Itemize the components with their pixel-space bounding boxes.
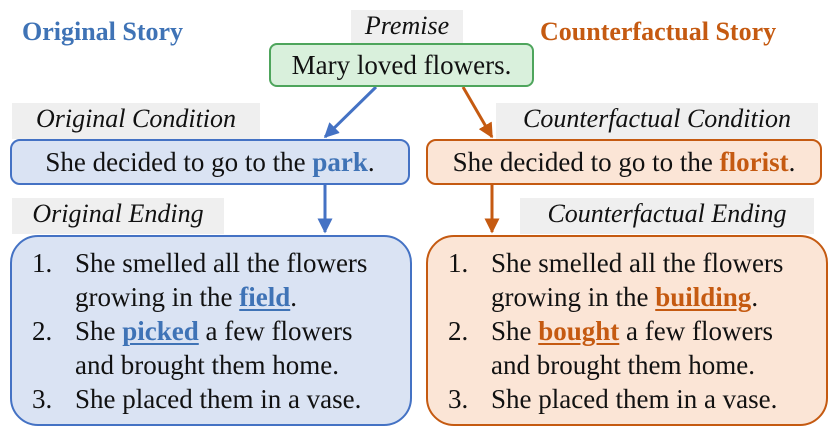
premise-label: Premise bbox=[351, 10, 463, 43]
counterfactual-condition-label: Counterfactual Condition bbox=[496, 103, 818, 139]
counterfactual-ending-item-1: 1. She smelled all the flowers growing i… bbox=[448, 246, 826, 314]
counterfactual-condition-prefix: She decided to go to the bbox=[452, 147, 720, 177]
original-ending-keyword-picked: picked bbox=[122, 316, 199, 346]
original-ending-item-2: 2. She picked a few flowers and brought … bbox=[32, 314, 410, 382]
original-ending-item-3: 3. She placed them in a vase. bbox=[32, 382, 410, 416]
original-condition-keyword: park bbox=[312, 147, 368, 177]
list-number: 3. bbox=[32, 384, 53, 414]
original-story-title: Original Story bbox=[22, 17, 184, 46]
list-number: 2. bbox=[32, 316, 53, 346]
ending-text: . bbox=[290, 282, 297, 312]
list-number: 3. bbox=[448, 384, 469, 414]
counterfactual-condition-keyword: florist bbox=[719, 147, 789, 177]
ending-text: . bbox=[751, 282, 759, 312]
ending-text: a few flowers bbox=[198, 316, 353, 346]
premise-text: Mary loved flowers. bbox=[291, 50, 512, 80]
original-ending-box: 1. She smelled all the flowers growing i… bbox=[10, 235, 412, 426]
ending-text: She smelled all the flowers bbox=[75, 248, 368, 278]
counterfactual-ending-label: Counterfactual Ending bbox=[520, 198, 814, 234]
original-condition-label: Original Condition bbox=[12, 103, 260, 139]
ending-text: and brought them home. bbox=[491, 350, 755, 380]
arrow-premise-to-counterfactual-condition bbox=[461, 86, 494, 139]
list-number: 1. bbox=[32, 248, 53, 278]
counterfactual-ending-item-3: 3. She placed them in a vase. bbox=[448, 382, 826, 416]
original-condition-prefix: She decided to go to the bbox=[45, 147, 313, 177]
arrow-premise-to-original-condition bbox=[323, 85, 378, 139]
premise-box: Mary loved flowers. bbox=[269, 43, 534, 87]
counterfactual-condition-suffix: . bbox=[788, 147, 796, 177]
ending-text: She bbox=[75, 316, 123, 346]
ending-text: She smelled all the flowers bbox=[491, 248, 784, 278]
counterfactual-ending-keyword-bought: bought bbox=[538, 316, 620, 346]
ending-text: She placed them in a vase. bbox=[75, 384, 362, 414]
counterfactual-story-title: Counterfactual Story bbox=[540, 17, 777, 46]
original-condition-suffix: . bbox=[367, 147, 375, 177]
ending-text: growing in the bbox=[491, 282, 656, 312]
original-ending-keyword-field: field bbox=[239, 282, 291, 312]
counterfactual-ending-box: 1. She smelled all the flowers growing i… bbox=[426, 235, 828, 426]
original-ending-item-1: 1. She smelled all the flowers growing i… bbox=[32, 246, 410, 314]
counterfactual-ending-list: 1. She smelled all the flowers growing i… bbox=[448, 246, 826, 416]
original-ending-label: Original Ending bbox=[12, 198, 224, 234]
ending-text: a few flowers bbox=[619, 316, 773, 346]
counterfactual-condition-box: She decided to go to the florist. bbox=[426, 139, 822, 185]
ending-text: She placed them in a vase. bbox=[491, 384, 778, 414]
list-number: 1. bbox=[448, 248, 469, 278]
ending-text: and brought them home. bbox=[75, 350, 339, 380]
counterfactual-ending-item-2: 2. She bought a few flowers and brought … bbox=[448, 314, 826, 382]
ending-text: growing in the bbox=[75, 282, 240, 312]
list-number: 2. bbox=[448, 316, 469, 346]
counterfactual-ending-keyword-building: building bbox=[655, 282, 752, 312]
original-ending-list: 1. She smelled all the flowers growing i… bbox=[32, 246, 410, 416]
ending-text: She bbox=[491, 316, 539, 346]
original-condition-box: She decided to go to the park. bbox=[10, 139, 410, 185]
